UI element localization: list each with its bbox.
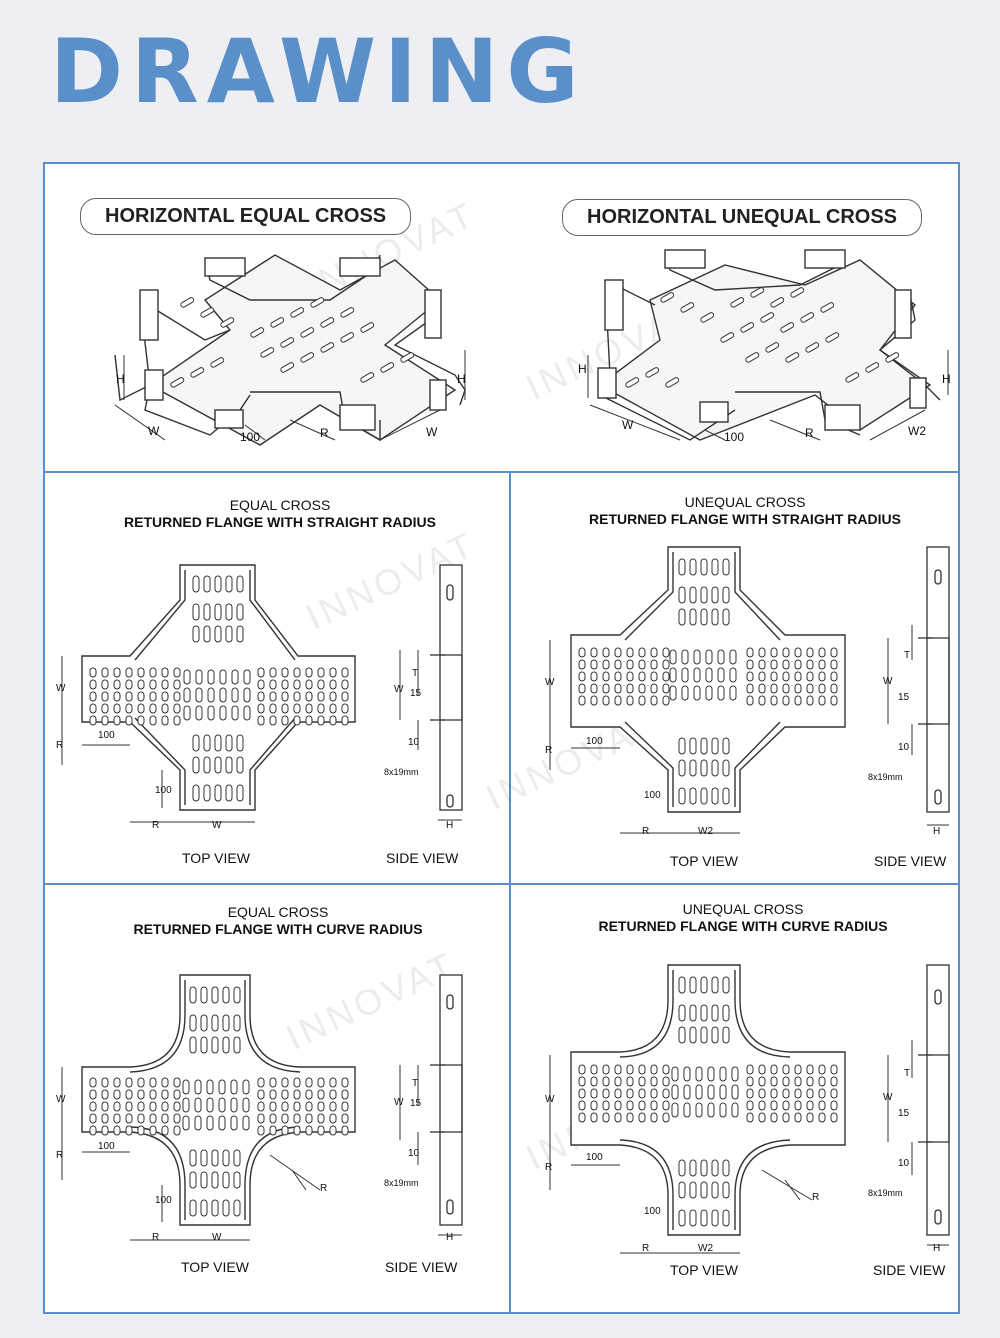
dim-15: 15 bbox=[410, 688, 422, 699]
dim-bottom-w2: W2 bbox=[698, 1243, 713, 1254]
dim-slot: 8x19mm bbox=[868, 772, 903, 782]
dim-h-left: H bbox=[116, 372, 125, 386]
dim-100-bottom: 100 bbox=[155, 785, 172, 796]
dim-w: W bbox=[545, 1094, 555, 1105]
dim-h-right: H bbox=[942, 372, 951, 386]
dim-w-right: W bbox=[426, 425, 438, 439]
dim-h: H bbox=[933, 1243, 941, 1254]
panel-subtitle: UNEQUAL CROSS bbox=[684, 494, 806, 510]
top-view-label: TOP VIEW bbox=[670, 853, 738, 869]
dim-side-w: W bbox=[883, 1092, 893, 1103]
panel-subtitle: EQUAL CROSS bbox=[229, 497, 331, 513]
dim-bottom-r: R bbox=[152, 820, 160, 831]
column-divider bbox=[509, 472, 511, 1312]
dim-bottom-r: R bbox=[642, 1243, 650, 1254]
dim-h: H bbox=[446, 1232, 454, 1243]
panel-heading: RETURNED FLANGE WITH CURVE RADIUS bbox=[133, 921, 423, 937]
dim-100-bottom: 100 bbox=[155, 1195, 172, 1206]
dim-curve-r: R bbox=[812, 1192, 820, 1203]
dim-10: 10 bbox=[898, 1158, 910, 1169]
dim-15: 15 bbox=[898, 1108, 910, 1119]
dim-r: R bbox=[56, 740, 64, 751]
top-view-label: TOP VIEW bbox=[182, 850, 250, 866]
panel-title: UNEQUAL CROSS RETURNED FLANGE WITH STRAI… bbox=[555, 494, 935, 528]
dim-bottom-w: W bbox=[212, 820, 222, 831]
dim-10: 10 bbox=[408, 737, 420, 748]
dim-t: T bbox=[904, 650, 911, 661]
dim-t: T bbox=[412, 1078, 419, 1089]
dim-slot: 8x19mm bbox=[868, 1188, 903, 1198]
dim-100-left: 100 bbox=[98, 1141, 115, 1152]
dim-10: 10 bbox=[898, 742, 910, 753]
dim-r: R bbox=[320, 426, 329, 440]
side-view-label: SIDE VIEW bbox=[386, 850, 459, 866]
dim-100-bottom: 100 bbox=[644, 1206, 661, 1217]
panel-subtitle: UNEQUAL CROSS bbox=[682, 901, 804, 917]
dim-100: 100 bbox=[240, 430, 261, 444]
page-title: DRAWING bbox=[50, 20, 587, 123]
panel-heading: RETURNED FLANGE WITH STRAIGHT RADIUS bbox=[124, 514, 436, 530]
dim-w: W bbox=[56, 683, 66, 694]
panel-heading: RETURNED FLANGE WITH STRAIGHT RADIUS bbox=[589, 511, 901, 527]
dim-100-bottom: 100 bbox=[644, 790, 661, 801]
dim-w2: W2 bbox=[908, 424, 926, 438]
dim-w-left: W bbox=[148, 424, 160, 438]
side-view-label: SIDE VIEW bbox=[874, 853, 947, 869]
dim-bottom-w2: W2 bbox=[698, 826, 713, 837]
dim-t: T bbox=[412, 668, 419, 679]
dim-side-w: W bbox=[394, 684, 404, 695]
dim-r: R bbox=[56, 1150, 64, 1161]
top-view-label: TOP VIEW bbox=[670, 1262, 738, 1278]
panel-subtitle: EQUAL CROSS bbox=[227, 904, 329, 920]
dim-r: R bbox=[545, 745, 553, 756]
dim-h-left: H bbox=[578, 362, 587, 376]
dim-100-left: 100 bbox=[586, 1152, 603, 1163]
dim-h-right: H bbox=[457, 372, 466, 386]
panel-title: EQUAL CROSS RETURNED FLANGE WITH CURVE R… bbox=[88, 904, 468, 938]
dim-slot: 8x19mm bbox=[384, 767, 419, 777]
dim-bottom-r: R bbox=[152, 1232, 160, 1243]
dim-h: H bbox=[933, 826, 941, 837]
side-view-label: SIDE VIEW bbox=[873, 1262, 946, 1278]
dim-bottom-r: R bbox=[642, 826, 650, 837]
horizontal-equal-cross-title: HORIZONTAL EQUAL CROSS bbox=[80, 198, 412, 235]
dim-r: R bbox=[805, 426, 814, 440]
panel-heading: RETURNED FLANGE WITH CURVE RADIUS bbox=[598, 918, 888, 934]
dim-100: 100 bbox=[724, 430, 745, 444]
dim-10: 10 bbox=[408, 1148, 420, 1159]
dim-15: 15 bbox=[410, 1098, 422, 1109]
dim-100-left: 100 bbox=[98, 730, 115, 741]
dim-side-w: W bbox=[394, 1097, 404, 1108]
dim-w: W bbox=[56, 1094, 66, 1105]
top-view-label: TOP VIEW bbox=[181, 1259, 249, 1275]
panel-title: UNEQUAL CROSS RETURNED FLANGE WITH CURVE… bbox=[553, 901, 933, 935]
dim-15: 15 bbox=[898, 692, 910, 703]
dim-h: H bbox=[446, 820, 454, 831]
dim-curve-r: R bbox=[320, 1183, 328, 1194]
drawing-frame bbox=[43, 162, 960, 1314]
panel-title: EQUAL CROSS RETURNED FLANGE WITH STRAIGH… bbox=[90, 497, 470, 531]
dim-w-left: W bbox=[622, 418, 634, 432]
dim-bottom-w: W bbox=[212, 1232, 222, 1243]
row-divider-1 bbox=[44, 471, 960, 473]
horizontal-unequal-cross-title: HORIZONTAL UNEQUAL CROSS bbox=[562, 199, 923, 236]
dim-t: T bbox=[904, 1068, 911, 1079]
dim-r: R bbox=[545, 1162, 553, 1173]
dim-100-left: 100 bbox=[586, 736, 603, 747]
row-divider-2 bbox=[44, 883, 960, 885]
dim-side-w: W bbox=[883, 676, 893, 687]
side-view-label: SIDE VIEW bbox=[385, 1259, 458, 1275]
dim-w: W bbox=[545, 677, 555, 688]
dim-slot: 8x19mm bbox=[384, 1178, 419, 1188]
